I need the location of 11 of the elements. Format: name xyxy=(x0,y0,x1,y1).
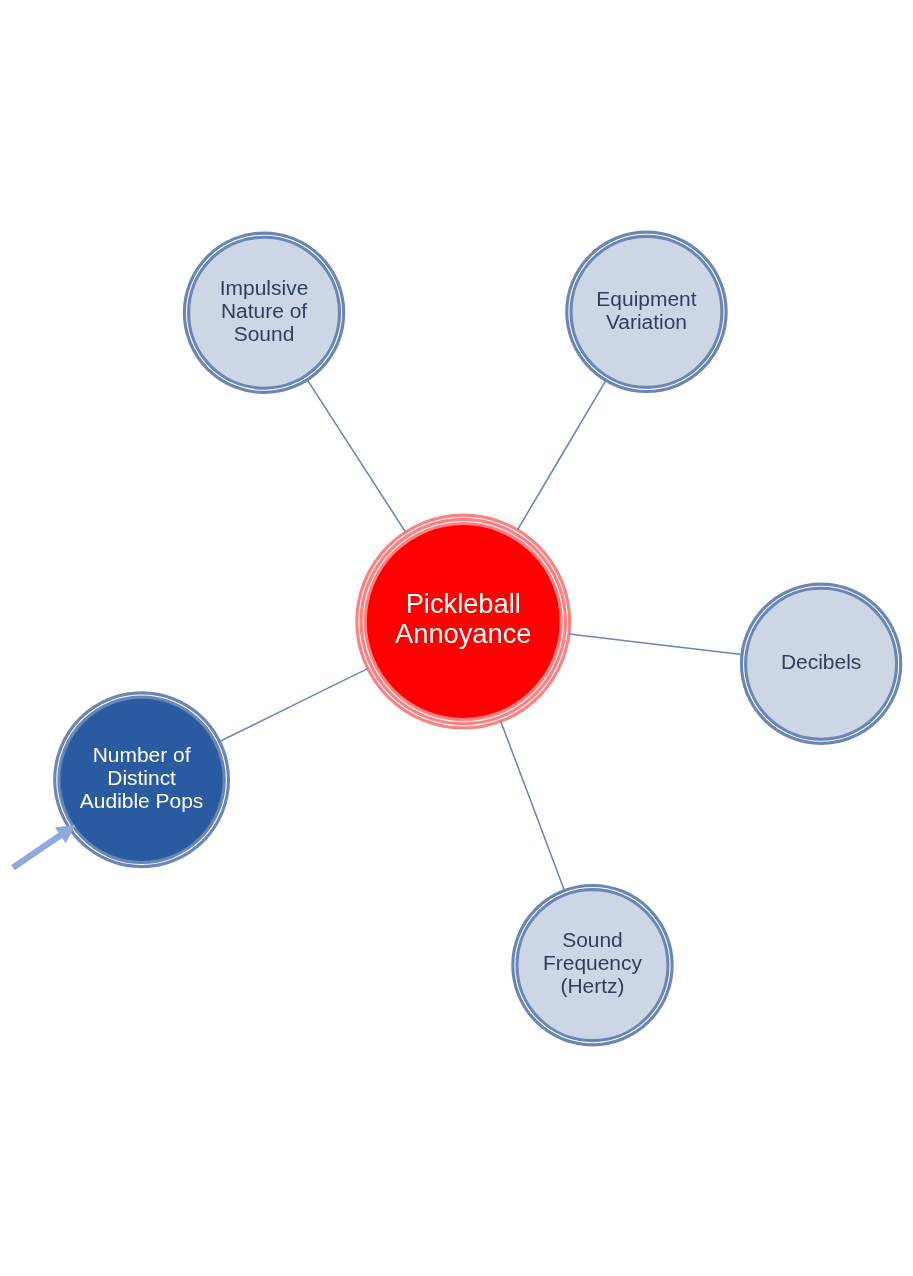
connector xyxy=(218,667,369,742)
connector xyxy=(500,720,566,891)
node-circle: Pickleball Annoyance xyxy=(355,513,572,730)
node-circle: Equipment Variation xyxy=(565,230,728,393)
node-circle: Decibels xyxy=(739,582,903,745)
node-circle: Impulsive Nature of Sound xyxy=(182,231,346,394)
node-circle: Sound Frequency (Hertz) xyxy=(511,883,674,1046)
connector xyxy=(568,632,743,655)
connector xyxy=(516,379,607,531)
arrow xyxy=(11,824,76,870)
connector xyxy=(306,378,407,533)
